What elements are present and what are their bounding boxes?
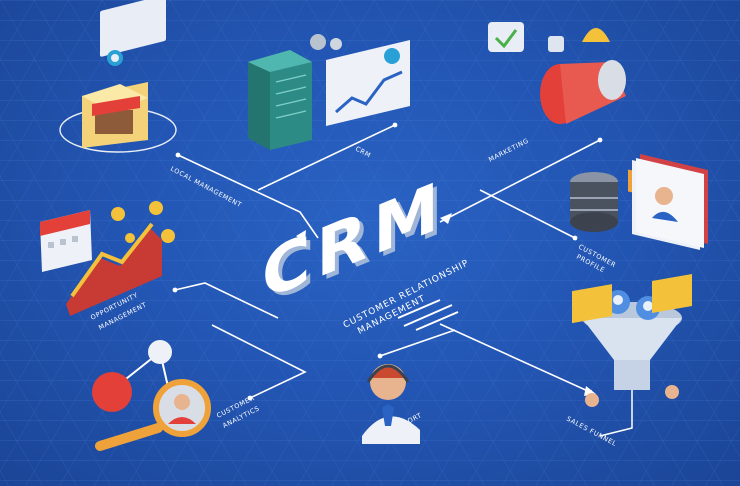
line-crm-node xyxy=(257,124,396,191)
support-agent-icon xyxy=(362,364,420,444)
arrowhead-local xyxy=(296,230,306,242)
line-sales-funnel xyxy=(439,323,591,393)
line-customer-analytics xyxy=(211,324,307,399)
server-dashboard-icon xyxy=(248,34,410,150)
line-local-management xyxy=(177,154,319,239)
megaphone-icon xyxy=(488,22,658,198)
line-support xyxy=(379,329,456,357)
customer-profile-icon xyxy=(570,154,708,250)
line-opportunity xyxy=(174,282,279,319)
line-marketing xyxy=(439,139,601,223)
shop-icon xyxy=(59,0,177,153)
opportunity-chart-icon xyxy=(40,201,175,316)
line-customer-profile xyxy=(479,189,576,239)
arrowhead-marketing xyxy=(440,213,452,224)
subtitle-dashes xyxy=(397,299,459,331)
magnifier-analytics-icon xyxy=(92,340,211,451)
connector-lines xyxy=(174,124,601,399)
sales-funnel-icon xyxy=(572,273,692,437)
